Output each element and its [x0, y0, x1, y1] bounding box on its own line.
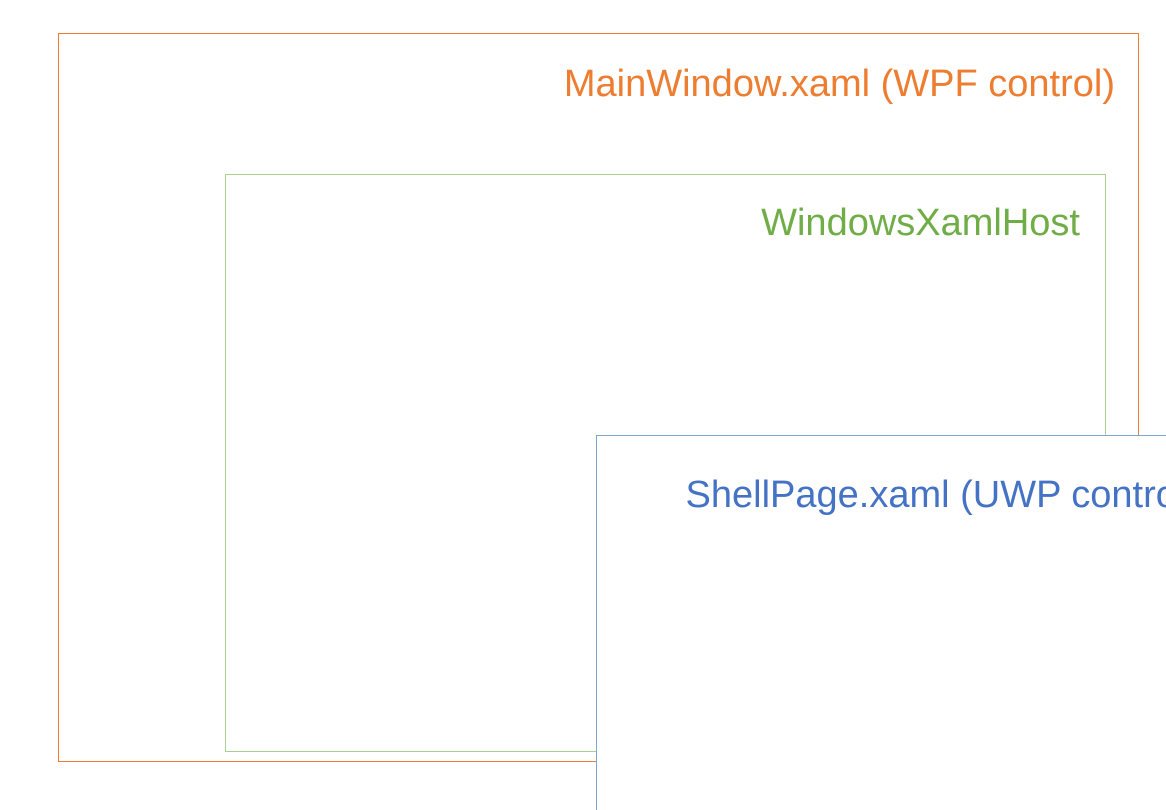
layer-shellpage: ShellPage.xaml (UWP control) Module 1 Mo…	[596, 435, 1166, 810]
layer-shellpage-label: ShellPage.xaml (UWP control)	[685, 474, 1166, 516]
layer-windowsxamlhost-label: WindowsXamlHost	[761, 202, 1080, 244]
layer-windowsxamlhost: WindowsXamlHost ShellPage.xaml (UWP cont…	[225, 174, 1166, 810]
layer-mainwindow: MainWindow.xaml (WPF control) WindowsXam…	[58, 33, 1166, 810]
layer-mainwindow-label: MainWindow.xaml (WPF control)	[563, 63, 1115, 105]
